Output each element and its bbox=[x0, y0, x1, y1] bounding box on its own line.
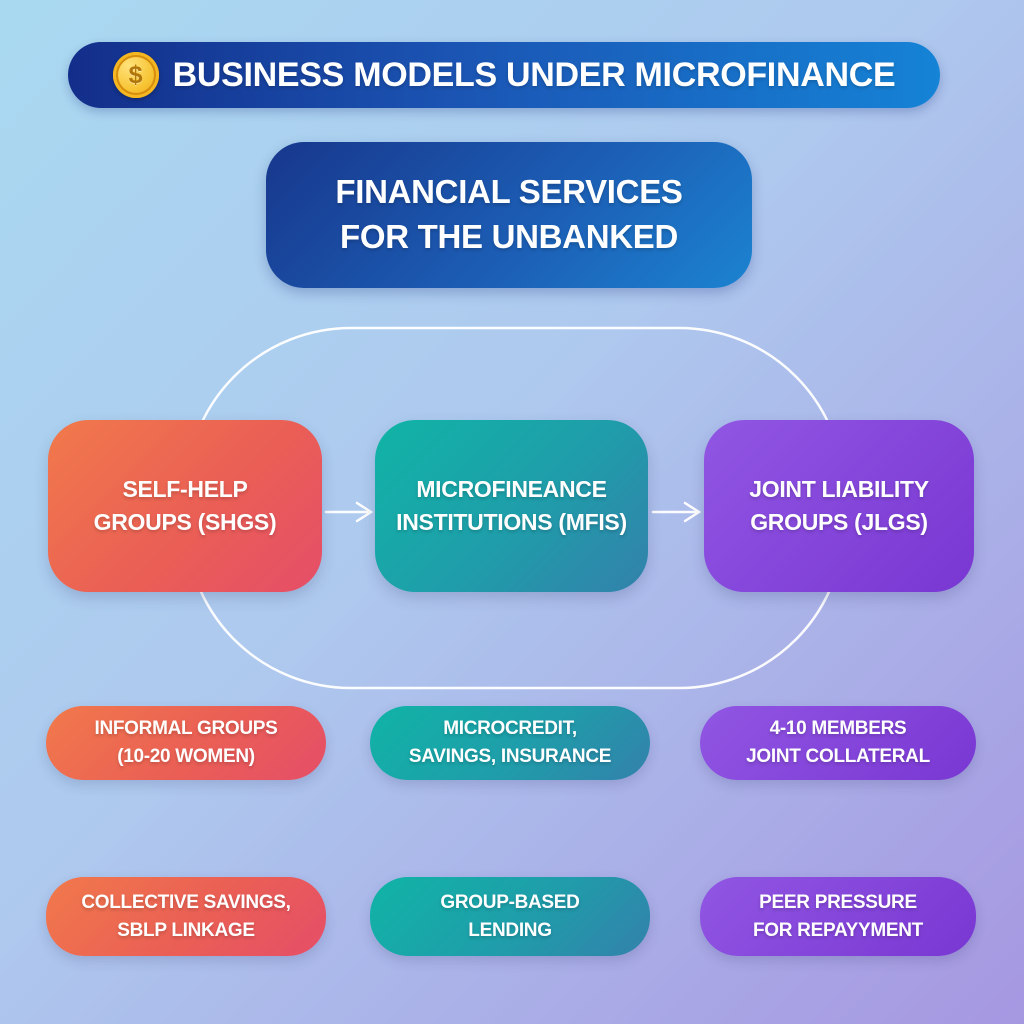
header-title: BUSINESS MODELS UNDER MICROFINANCE bbox=[172, 56, 896, 94]
pill-group-based-lending: GROUP-BASED LENDING bbox=[370, 877, 650, 956]
pill-label: COLLECTIVE SAVINGS, SBLP LINKAGE bbox=[81, 891, 291, 941]
pill-label: 4-10 MEMBERS JOINT COLLATERAL bbox=[746, 718, 930, 767]
header-pill: $ BUSINESS MODELS UNDER MICROFINANCE bbox=[68, 42, 940, 108]
node-self-help-groups: SELF-HELP GROUPS (SHGS) bbox=[48, 420, 322, 592]
subtitle-box: FINANCIAL SERVICES FOR THE UNBANKED bbox=[266, 142, 752, 288]
node-joint-liability-groups: JOINT LIABILITY GROUPS (JLGS) bbox=[704, 420, 974, 592]
dollar-coin-icon: $ bbox=[112, 52, 159, 98]
pill-label: MICROCREDIT, SAVINGS, INSURANCE bbox=[408, 718, 612, 767]
pill-collective-savings-sblp: COLLECTIVE SAVINGS, SBLP LINKAGE bbox=[46, 877, 326, 956]
node-microfinance-institutions: MICROFINEANCE INSTITUTIONS (MFIS) bbox=[375, 420, 648, 592]
arrow-right-icon bbox=[324, 501, 374, 523]
node-label: SELF-HELP GROUPS (SHGS) bbox=[93, 475, 277, 535]
pill-informal-groups: INFORMAL GROUPS (10-20 WOMEN) bbox=[46, 706, 326, 780]
subtitle-text: FINANCIAL SERVICES FOR THE UNBANKED bbox=[335, 173, 683, 255]
arrow-right-icon bbox=[651, 501, 702, 523]
node-label: MICROFINEANCE INSTITUTIONS (MFIS) bbox=[396, 475, 627, 535]
pill-members-joint-collateral: 4-10 MEMBERS JOINT COLLATERAL bbox=[700, 706, 976, 780]
pill-microcredit-savings-insurance: MICROCREDIT, SAVINGS, INSURANCE bbox=[370, 706, 650, 780]
pill-label: GROUP-BASED LENDING bbox=[440, 891, 580, 941]
node-label: JOINT LIABILITY GROUPS (JLGS) bbox=[749, 475, 929, 535]
coin-symbol: $ bbox=[128, 60, 143, 89]
pill-peer-pressure-repayment: PEER PRESSURE FOR REPAYYMENT bbox=[700, 877, 976, 956]
pill-label: PEER PRESSURE FOR REPAYYMENT bbox=[753, 891, 923, 941]
pill-label: INFORMAL GROUPS (10-20 WOMEN) bbox=[94, 718, 278, 767]
